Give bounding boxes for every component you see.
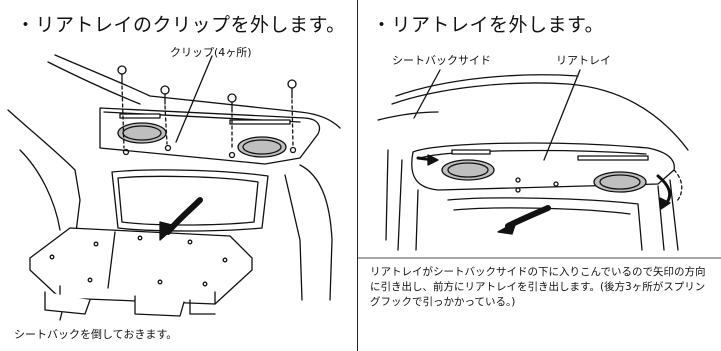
panel-divider: [357, 0, 358, 351]
tray-removal-illustration: [358, 0, 721, 351]
right-panel-note: リアトレイがシートバックサイドの下に入りこんでいるので矢印の方向に引き出し、前方…: [370, 266, 706, 308]
right-panel-title: ・リアトレイを外します。: [372, 14, 605, 36]
seatback-side-callout-label: シートバックサイド: [392, 54, 491, 67]
left-panel-caption: シートバックを倒しておきます。: [14, 328, 178, 341]
clip-removal-illustration: [0, 0, 357, 351]
clips-callout-label: クリップ(4ヶ所): [170, 46, 252, 59]
right-panel: ・リアトレイを外します。: [358, 0, 721, 351]
left-panel: ・リアトレイのクリップを外します。: [0, 0, 357, 351]
left-panel-title: ・リアトレイのクリップを外します。: [16, 14, 346, 36]
rear-tray-callout-label: リアトレイ: [556, 54, 611, 67]
